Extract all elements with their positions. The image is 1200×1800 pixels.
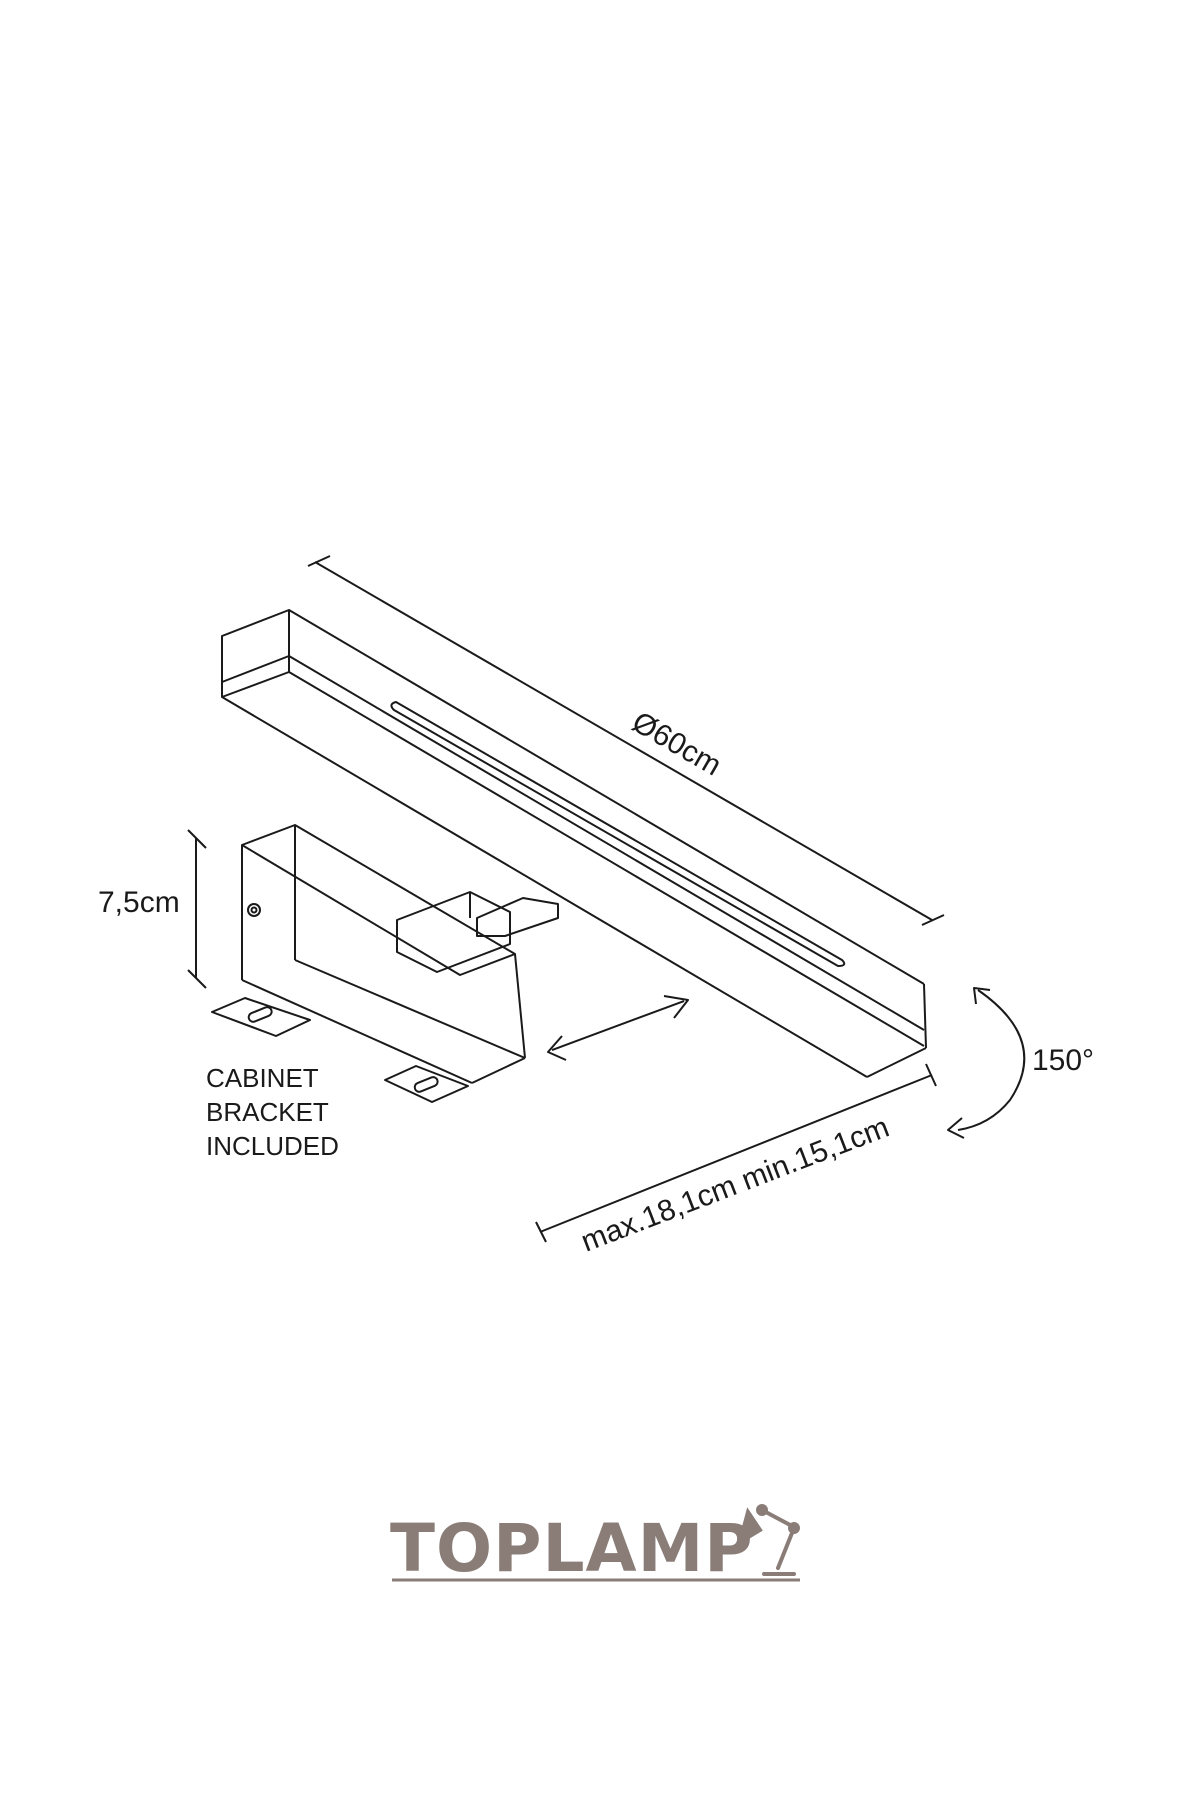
mounting-box xyxy=(241,824,526,1084)
note-line-3: INCLUDED xyxy=(206,1131,339,1161)
height-label: 7,5cm xyxy=(98,886,180,919)
bracket-left xyxy=(211,997,311,1037)
logo-text: TOPLAMP xyxy=(390,1510,754,1587)
rotation-label: 150° xyxy=(1032,1044,1094,1077)
rotation-arrow xyxy=(947,987,1026,1139)
extension-dimension-line xyxy=(535,1063,937,1243)
note-line-1: CABINET xyxy=(206,1063,319,1093)
bracket-right xyxy=(384,1065,469,1103)
note-line-2: BRACKET xyxy=(206,1097,329,1127)
desk-lamp-icon xyxy=(736,1504,800,1576)
extension-arrow xyxy=(547,995,689,1061)
extension-label: max.18,1cm min.15,1cm xyxy=(577,1111,894,1259)
toplamp-logo: TOPLAMP xyxy=(390,1504,800,1587)
length-dimension-line xyxy=(307,555,945,926)
lamp-bar xyxy=(221,609,927,1078)
height-dimension-line xyxy=(187,829,207,989)
lamp-arm xyxy=(396,891,559,973)
